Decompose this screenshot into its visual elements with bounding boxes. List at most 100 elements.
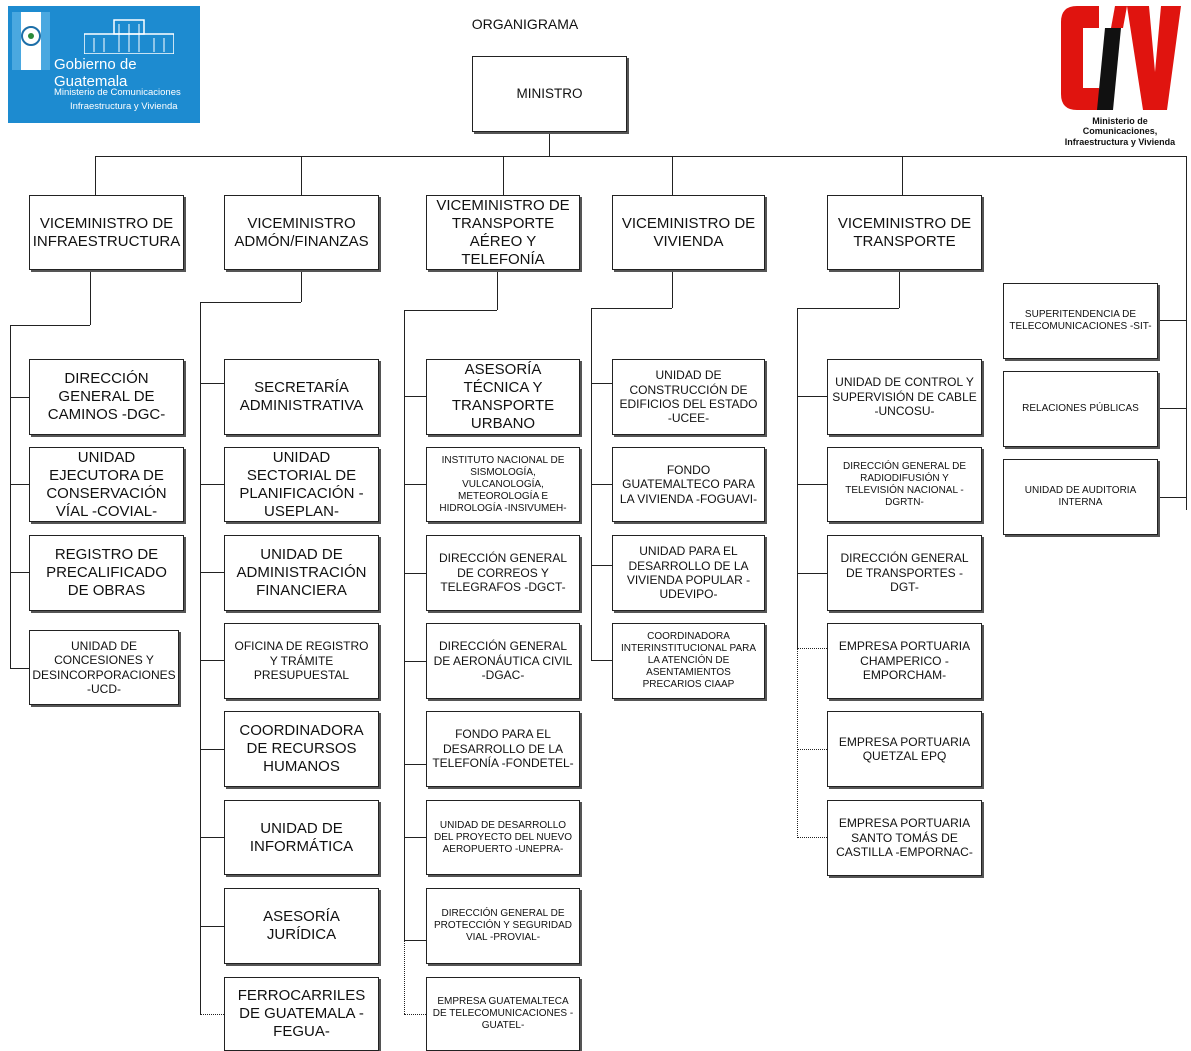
dotted-connector [200,1014,224,1015]
dotted-connector [797,648,827,649]
connector-line [10,668,29,669]
connector-line [1158,408,1186,409]
unit-box-covial: UNIDAD EJECUTORA DE CONSERVACIÓN VÍAL -C… [29,447,184,522]
connector-line [591,660,612,661]
connector-line [301,156,302,195]
unit-box-dgc: DIRECCIÓN GENERAL DE CAMINOS -DGC- [29,359,184,435]
unit-box-insivumeh: INSTITUTO NACIONAL DE SISMOLOGÍA, VULCAN… [426,447,580,522]
minister-box: MINISTRO [472,56,627,132]
unit-box-ucd: UNIDAD DE CONCESIONES Y DESINCORPORACION… [29,630,179,705]
unit-box-useplan: UNIDAD SECTORIAL DE PLANIFICACIÓN -USEPL… [224,447,379,522]
unit-box-dgac: DIRECCIÓN GENERAL DE AERONÁUTICA CIVIL -… [426,623,580,699]
vice-transporte-aereo-box: VICEMINISTRO DE TRANSPORTE AÉREO Y TELEF… [426,195,580,270]
unit-box-uncosu: UNIDAD DE CONTROL Y SUPERVISIÓN DE CABLE… [827,359,982,435]
connector-line [797,308,899,309]
unit-box-asesoria-tecnica: ASESORÍA TÉCNICA Y TRANSPORTE URBANO [426,359,580,435]
connector-line [404,940,426,941]
unit-box-udevipo: UNIDAD PARA EL DESARROLLO DE LA VIVIENDA… [612,535,765,611]
connector-line [404,837,426,838]
connector-line [1158,320,1186,321]
dotted-connector [797,648,798,838]
unit-box-epq: EMPRESA PORTUARIA QUETZAL EPQ [827,711,982,787]
connector-line [95,156,96,195]
civ-logo: Ministerio de Comunicaciones, Infraestru… [1055,0,1185,148]
connector-line [404,661,426,662]
unit-box-empornac: EMPRESA PORTUARIA SANTO TOMÁS DE CASTILL… [827,800,982,876]
unit-box-ucee: UNIDAD DE CONSTRUCCIÓN DE EDIFICIOS DEL … [612,359,765,435]
connector-line [404,396,426,397]
unit-box-ciaap: COORDINADORA INTERINSTITUCIONAL PARA LA … [612,623,765,699]
connector-line [95,156,1187,157]
dotted-connector [797,749,827,750]
connector-line [1186,156,1187,510]
page-title: ORGANIGRAMA [471,16,579,32]
unit-box-secretaria-administrativa: SECRETARÍA ADMINISTRATIVA [224,359,379,435]
connector-line [200,383,224,384]
unit-box-registro-precalificado: REGISTRO DE PRECALIFICADO DE OBRAS [29,535,184,611]
dotted-connector [404,940,405,1014]
connector-line [404,573,426,574]
connector-line [404,764,426,765]
connector-line [200,660,224,661]
unit-box-dgrtn: DIRECCIÓN GENERAL DE RADIODIFUSIÓN Y TEL… [827,447,982,522]
connector-line [591,484,612,485]
connector-line [200,749,224,750]
vice-vivienda-box: VICEMINISTRO DE VIVIENDA [612,195,765,270]
unit-box-foguavi: FONDO GUATEMALTECO PARA LA VIVIENDA -FOG… [612,447,765,522]
connector-line [503,156,504,195]
connector-line [591,565,612,566]
connector-line [200,837,224,838]
logo-subtitle: Ministerio de Comunicaciones [54,87,181,98]
logo-subtitle: Infraestructura y Vivienda [70,101,178,112]
unit-box-dgt: DIRECCIÓN GENERAL DE TRANSPORTES -DGT- [827,535,982,611]
connector-line [10,325,90,326]
connector-line [90,270,91,325]
connector-line [404,310,405,940]
unit-box-unepra: UNIDAD DE DESARROLLO DEL PROYECTO DEL NU… [426,800,580,875]
unit-box-fondetel: FONDO PARA EL DESARROLLO DE LA TELEFONÍA… [426,711,580,787]
connector-line [200,926,224,927]
unit-box-relaciones-publicas: RELACIONES PÚBLICAS [1003,371,1158,447]
connector-line [902,156,903,195]
connector-line [797,308,798,648]
connector-line [591,383,612,384]
unit-box-administracion-financiera: UNIDAD DE ADMINISTRACIÓN FINANCIERA [224,535,379,611]
connector-line [200,572,224,573]
dotted-connector [797,837,827,838]
connector-line [301,270,302,302]
connector-line [672,270,673,308]
civ-caption: Ministerio de Comunicaciones, Infraestru… [1064,116,1176,147]
connector-line [497,270,498,310]
civ-letters-icon [1061,6,1181,110]
connector-line [404,484,426,485]
palace-icon [84,19,174,54]
coat-of-arms-icon [12,12,50,70]
connector-line [549,132,550,156]
connector-line [591,308,672,309]
connector-line [797,396,827,397]
unit-box-fegua: FERROCARRILES DE GUATEMALA -FEGUA- [224,977,379,1051]
unit-box-informatica: UNIDAD DE INFORMÁTICA [224,800,379,875]
unit-box-guatel: EMPRESA GUATEMALTECA DE TELECOMUNICACION… [426,977,580,1051]
vice-infraestructura-box: VICEMINISTRO DE INFRAESTRUCTURA [29,195,184,270]
unit-box-dgct: DIRECCIÓN GENERAL DE CORREOS Y TELEGRAFO… [426,535,580,611]
connector-line [200,302,301,303]
connector-line [10,484,29,485]
connector-line [797,484,827,485]
connector-line [10,325,11,669]
connector-line [200,302,201,1015]
dotted-connector [404,1014,426,1015]
unit-box-asesoria-juridica: ASESORÍA JURÍDICA [224,888,379,964]
unit-box-provial: DIRECCIÓN GENERAL DE PROTECCIÓN Y SEGURI… [426,888,580,964]
connector-line [899,270,900,308]
vice-admin-finanzas-box: VICEMINISTRO ADMÓN/FINANZAS [224,195,379,270]
connector-line [10,397,29,398]
connector-line [797,573,827,574]
connector-line [404,310,497,311]
connector-line [672,156,673,195]
connector-line [10,572,29,573]
unit-box-registro-tramite-presupuestal: OFICINA DE REGISTRO Y TRÁMITE PRESUPUEST… [224,623,379,699]
unit-box-auditoria-interna: UNIDAD DE AUDITORIA INTERNA [1003,459,1158,535]
connector-line [200,484,224,485]
connector-line [1158,497,1186,498]
